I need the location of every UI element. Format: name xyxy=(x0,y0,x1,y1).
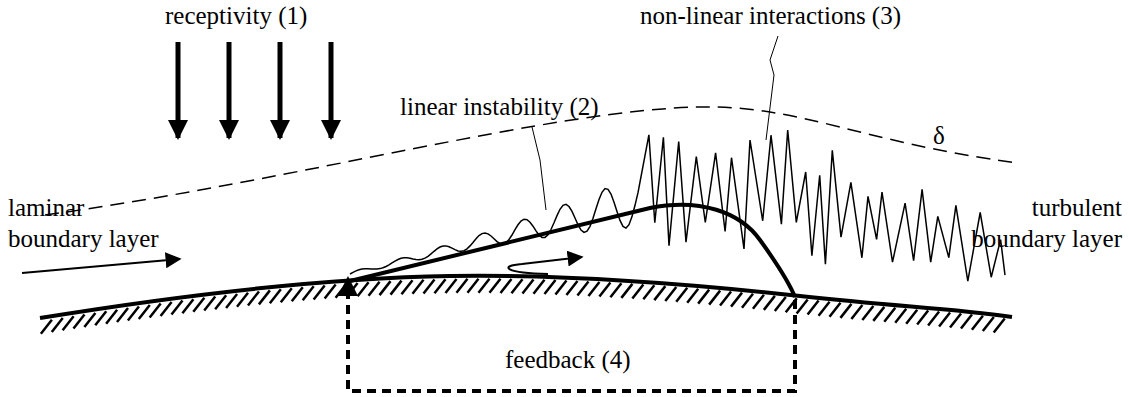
region-label: laminar boundary layer xyxy=(8,192,178,254)
disturbance-signal xyxy=(350,130,1005,281)
leader-line xyxy=(532,127,546,210)
feedback-arrowhead xyxy=(338,276,358,296)
boundary-symbol: δ xyxy=(933,120,945,151)
process-label: linear instability (2) xyxy=(400,91,599,122)
leader-line xyxy=(766,36,778,140)
feedback-loop xyxy=(348,292,795,391)
flow-arrow xyxy=(22,259,180,273)
wall-surface xyxy=(40,276,1012,318)
wall-hatching xyxy=(41,279,1005,334)
separation-bubble xyxy=(350,205,795,297)
boundary-layer-edge xyxy=(45,107,1018,215)
process-label: receptivity (1) xyxy=(165,0,307,31)
process-label: feedback (4) xyxy=(505,344,631,375)
reverse-flow-arrow xyxy=(508,257,582,274)
receptivity-arrows xyxy=(178,42,331,138)
region-label: turbulent boundary layer xyxy=(948,192,1122,254)
process-label: non-linear interactions (3) xyxy=(640,0,901,31)
